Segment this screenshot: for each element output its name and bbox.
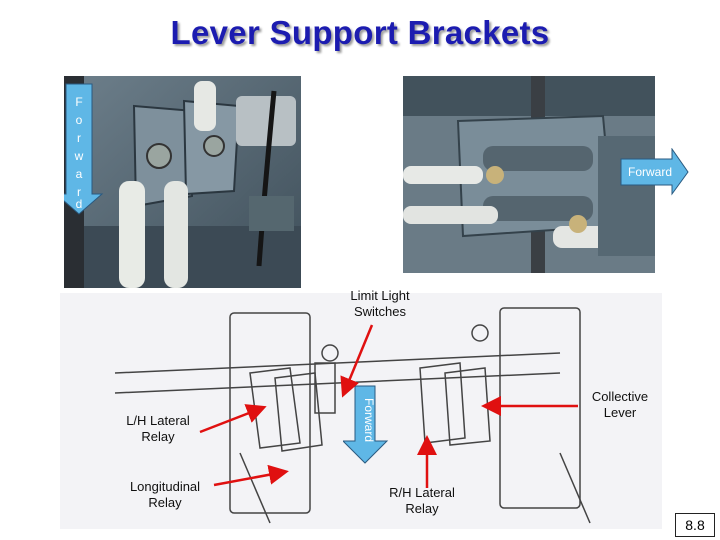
forward-letter: o xyxy=(76,113,83,127)
forward-letter: F xyxy=(75,95,82,109)
limit-light-arrow xyxy=(340,324,374,398)
forward-label: Forward xyxy=(628,165,672,179)
bracket-line-drawing: Forward xyxy=(60,293,662,529)
longitudinal-arrow xyxy=(213,464,289,487)
lh-lateral-line2: Relay xyxy=(141,429,175,444)
forward-label: Forward xyxy=(362,398,376,442)
longitudinal-line1: Longitudinal xyxy=(129,479,201,494)
longitudinal-line2: Relay xyxy=(148,495,182,510)
right-photo-illustration xyxy=(403,76,655,273)
forward-letter: a xyxy=(76,167,83,181)
limit-light-label: Limit Light Switches xyxy=(330,288,430,320)
rh-lateral-label: R/H Lateral Relay xyxy=(372,485,472,517)
drawing-illustration xyxy=(114,307,591,524)
rh-lateral-line2: Relay xyxy=(405,501,439,516)
rh-lateral-line1: R/H Lateral xyxy=(389,485,455,500)
lh-lateral-line1: L/H Lateral xyxy=(126,413,190,428)
lh-lateral-label: L/H Lateral Relay xyxy=(108,413,208,445)
page-title: Lever Support Brackets xyxy=(170,14,550,51)
left-bracket-photo: F o r w a r d xyxy=(64,76,301,288)
lh-lateral-arrow xyxy=(199,404,267,434)
limit-light-line1: Limit Light xyxy=(350,288,410,303)
longitudinal-label: Longitudinal Relay xyxy=(110,479,220,511)
forward-letter: r xyxy=(77,131,81,145)
page-number: 8.8 xyxy=(675,513,715,537)
collective-line1: Collective xyxy=(591,389,649,404)
forward-letter: w xyxy=(74,149,84,163)
forward-right-arrow-overlay: Forward xyxy=(620,148,689,196)
left-photo-illustration: F o r w a r d xyxy=(64,76,301,288)
forward-letter: r xyxy=(77,185,81,199)
drawing-forward-arrow: Forward xyxy=(343,385,389,464)
forward-down-arrow: F o r w a r d xyxy=(64,83,104,215)
right-bracket-photo xyxy=(403,76,655,273)
collective-line2: Lever xyxy=(603,405,637,420)
limit-light-line2: Switches xyxy=(353,304,407,319)
collective-label: Collective Lever xyxy=(570,389,670,421)
forward-letter: d xyxy=(76,197,83,211)
